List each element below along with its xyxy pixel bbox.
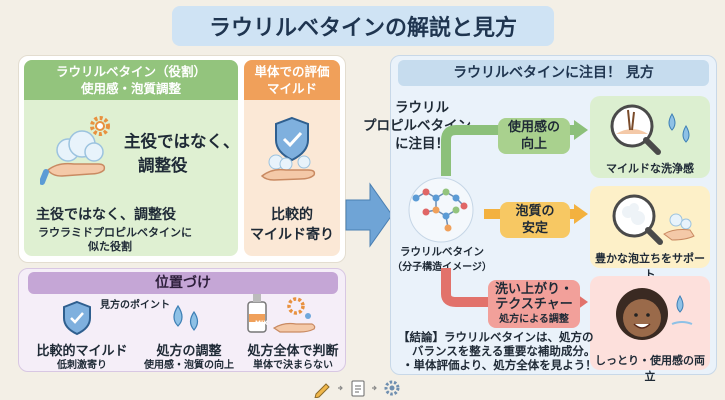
- role-panel-header: ラウリルベタイン（役割） 使用感・泡質調整: [24, 60, 238, 100]
- tag-texture: 洗い上がり・ テクスチャー 処方による調整: [488, 280, 580, 328]
- tag-foam: 泡質の 安定: [500, 202, 570, 238]
- attention-header: ラウリルベタインに注目！ 見方: [398, 60, 709, 86]
- role-sub-title: 主役ではなく、調整役: [36, 207, 176, 223]
- tag-usability: 使用感の 向上: [498, 118, 570, 154]
- tag1-line1: 使用感の: [507, 120, 560, 135]
- role-header-line2: 使用感・泡質調整: [80, 81, 181, 96]
- shield-hand-icon: [260, 116, 316, 181]
- hand-foam-gear-icon: [40, 116, 110, 185]
- document-icon: [351, 380, 365, 397]
- position-item2-title: 処方の調整: [156, 344, 222, 359]
- position-item2-sub: 使用感・泡質の向上: [144, 360, 234, 371]
- bottle-label: MIX: [255, 320, 268, 327]
- role-note-line2: 似た役割: [88, 240, 132, 253]
- position-item1-sub: 低刺激寄り: [57, 360, 107, 371]
- page-title: ラウリルベタインの解説と見方: [172, 6, 554, 46]
- molecule-icon: [408, 177, 474, 243]
- tag1-line2: 向上: [520, 137, 547, 152]
- position-item3-title: 処方全体で判断: [247, 344, 339, 359]
- tag3-line1: 洗い上がり・: [494, 282, 573, 297]
- role-main-line1: 主役ではなく、: [124, 132, 240, 151]
- conclusion-line2: バランスを整える重要な補助成分。: [412, 344, 596, 358]
- magnifier-foam-icon: [612, 194, 695, 245]
- pencil-icon: [314, 383, 330, 398]
- role-note-line1: ラウラミドプロピルベタインに: [38, 226, 192, 239]
- molecule-caption-line2: （分子構造イメージ）: [392, 262, 492, 273]
- bottle-gear-icon: [247, 294, 316, 333]
- points-label: 見方のポイント: [100, 300, 170, 311]
- flow-arrow-icon: [345, 182, 393, 248]
- role-main-line2: 調整役: [138, 156, 188, 175]
- notice-line1: ラウリル: [395, 100, 449, 116]
- tag2-line1: 泡質の: [515, 204, 555, 219]
- result-moist-label: しっとり・使用感の両立: [595, 354, 705, 383]
- conclusion-line1: 【結論】ラウリルベタインは、処方の: [398, 330, 594, 344]
- position-item1-title: 比較的マイルド: [36, 344, 128, 359]
- tag3-line2: テクスチャー: [495, 297, 573, 312]
- notice-line3: に注目！: [395, 136, 449, 152]
- position-item3-sub: 単体で決まらない: [253, 360, 333, 371]
- tag3-line3: 処方による調整: [499, 314, 569, 325]
- molecule-caption-line1: ラウリルベタイン: [400, 246, 484, 258]
- result-foam-label: 豊かな泡立ちをサポート: [595, 252, 705, 281]
- tag2-line2: 安定: [521, 221, 548, 236]
- conclusion-line3: ・単体評価より、処方全体を見よう！: [402, 358, 597, 372]
- single-header-line2: マイルド: [266, 81, 317, 96]
- result-mild-label: マイルドな洗浄感: [606, 162, 694, 175]
- single-result-line2: マイルド寄り: [250, 227, 334, 243]
- water-drops-icon: [173, 304, 199, 331]
- single-result-line1: 比較的: [271, 207, 313, 223]
- footer-icons: [314, 380, 400, 398]
- gear-icon: [384, 380, 400, 396]
- single-header-line1: 単体での評価: [254, 64, 330, 79]
- shield-check-icon: [63, 300, 91, 336]
- role-header-line1: ラウリルベタイン（役割）: [55, 64, 206, 79]
- magnifier-hair-icon: [610, 104, 690, 155]
- notice-line2: プロピルベタイン: [363, 118, 471, 134]
- single-eval-header: 単体での評価 マイルド: [244, 60, 340, 100]
- position-header: 位置づけ: [28, 272, 338, 294]
- smiling-face-icon: [616, 288, 693, 340]
